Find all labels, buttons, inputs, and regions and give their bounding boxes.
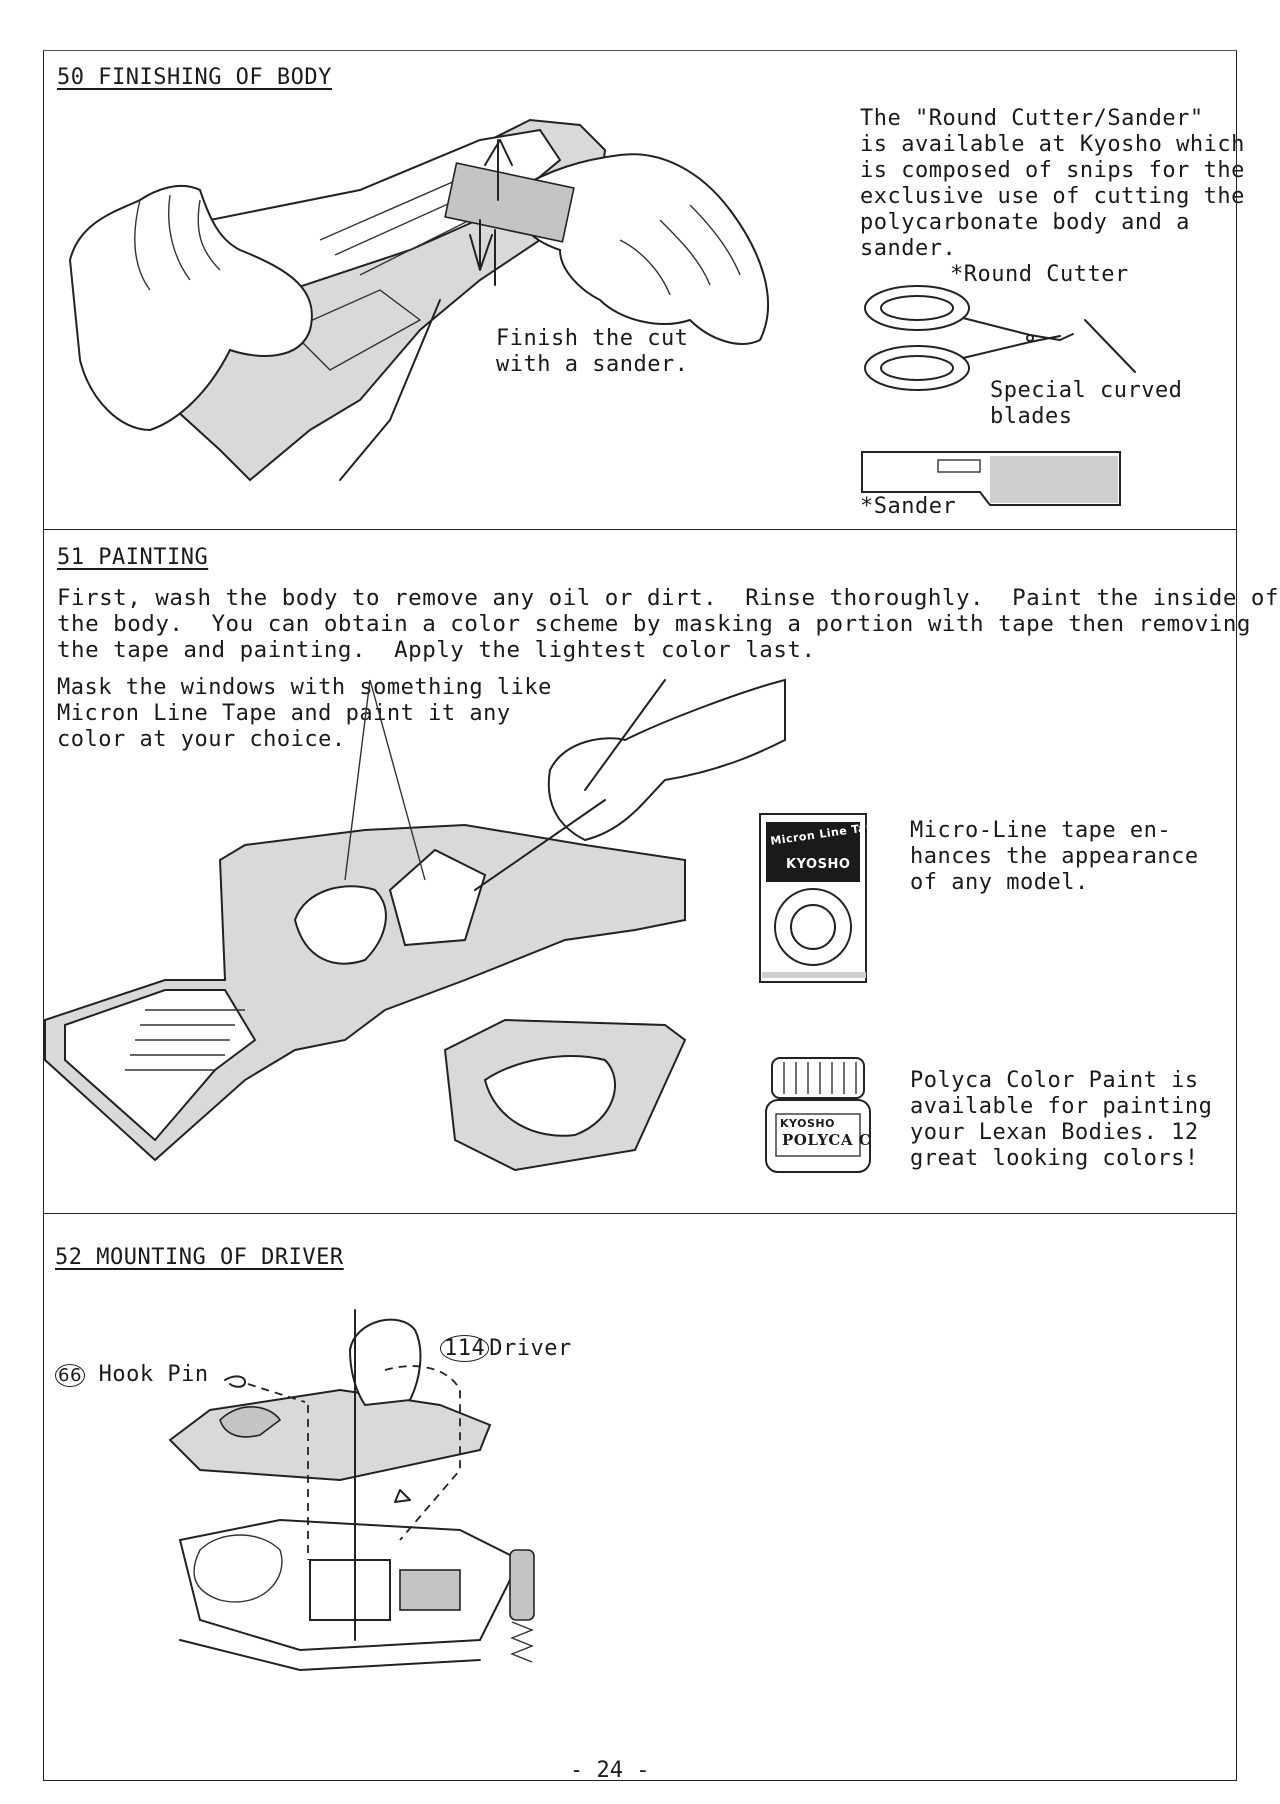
paint-jar-name: POLYCA C (782, 1131, 872, 1149)
section-divider-1 (43, 529, 1237, 530)
driver-part-number: 114 (440, 1335, 490, 1362)
micron-tape-box (759, 813, 867, 983)
micro-line-tape-note: Micro-Line tape en- hances the appearanc… (910, 818, 1199, 895)
hook-pin-label: Hook Pin (98, 1362, 209, 1387)
mask-windows-note: Mask the windows with something like Mic… (57, 675, 552, 752)
paint-jar-brand: KYOSHO (780, 1117, 835, 1130)
section-divider-2 (43, 1213, 1237, 1214)
page-frame (43, 50, 1237, 1781)
section-51-heading: 51 PAINTING (57, 545, 209, 570)
polyca-paint-note: Polyca Color Paint is available for pain… (910, 1068, 1213, 1171)
hook-pin-callout: 66 Hook Pin (55, 1362, 209, 1389)
page-top-rule (43, 50, 1237, 51)
hook-pin-number: 66 (55, 1364, 85, 1387)
cutter-sander-info: The "Round Cutter/Sander" is available a… (860, 106, 1245, 261)
sander-tool-icon (861, 451, 1121, 506)
sanding-illustration (68, 118, 769, 482)
tape-box-brand: KYOSHO (786, 857, 851, 872)
driver-mounting-illustration (168, 1309, 535, 1671)
curved-blades-label: Special curved blades (990, 378, 1183, 429)
section-52-heading: 52 MOUNTING OF DRIVER (55, 1245, 344, 1270)
sander-label: *Sander (860, 494, 957, 519)
section-50-heading: 50 FINISHING OF BODY (57, 65, 332, 90)
driver-label: Driver (489, 1336, 572, 1361)
painting-instructions: First, wash the body to remove any oil o… (57, 585, 1280, 663)
page-number: - 24 - (570, 1758, 650, 1783)
polyca-paint-jar (765, 1057, 871, 1173)
round-cutter-icon (864, 285, 1136, 391)
sander-callout: Finish the cut with a sander. (496, 326, 689, 377)
round-cutter-label: *Round Cutter (950, 262, 1129, 287)
painting-illustration (44, 678, 786, 1172)
